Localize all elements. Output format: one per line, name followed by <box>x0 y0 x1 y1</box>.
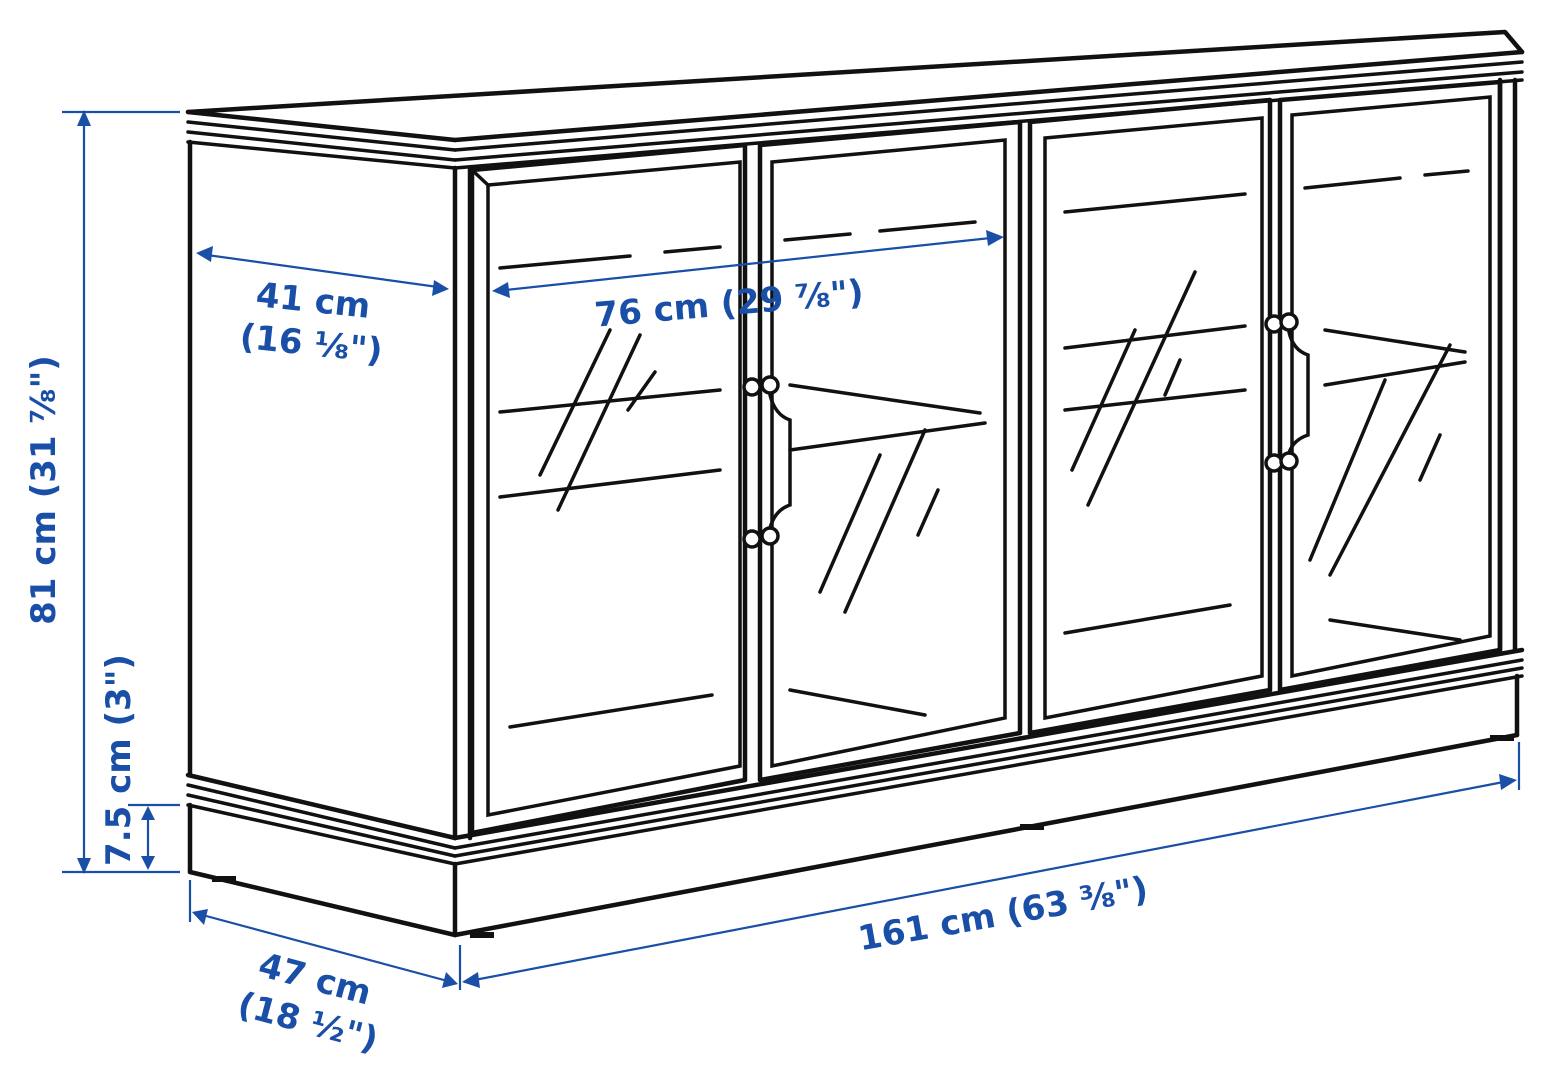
door-handle-left <box>742 375 792 549</box>
total-width-label: 161 cm (63 ⅜") <box>855 869 1151 959</box>
door-width-label: 76 cm (29 ⅞") <box>593 272 865 335</box>
height-label: 81 cm (31 ⅞") <box>24 355 64 625</box>
dimension-labels: 41 cm (16 ⅛") 76 cm (29 ⅞") 81 cm (31 ⅞"… <box>24 272 1151 1060</box>
door-handle-right <box>1264 312 1310 473</box>
glass-doors <box>469 79 1503 836</box>
cabinet-outline <box>185 29 1525 938</box>
plinth-height-label: 7.5 cm (3") <box>99 654 139 866</box>
dimension-lines <box>62 110 1521 990</box>
